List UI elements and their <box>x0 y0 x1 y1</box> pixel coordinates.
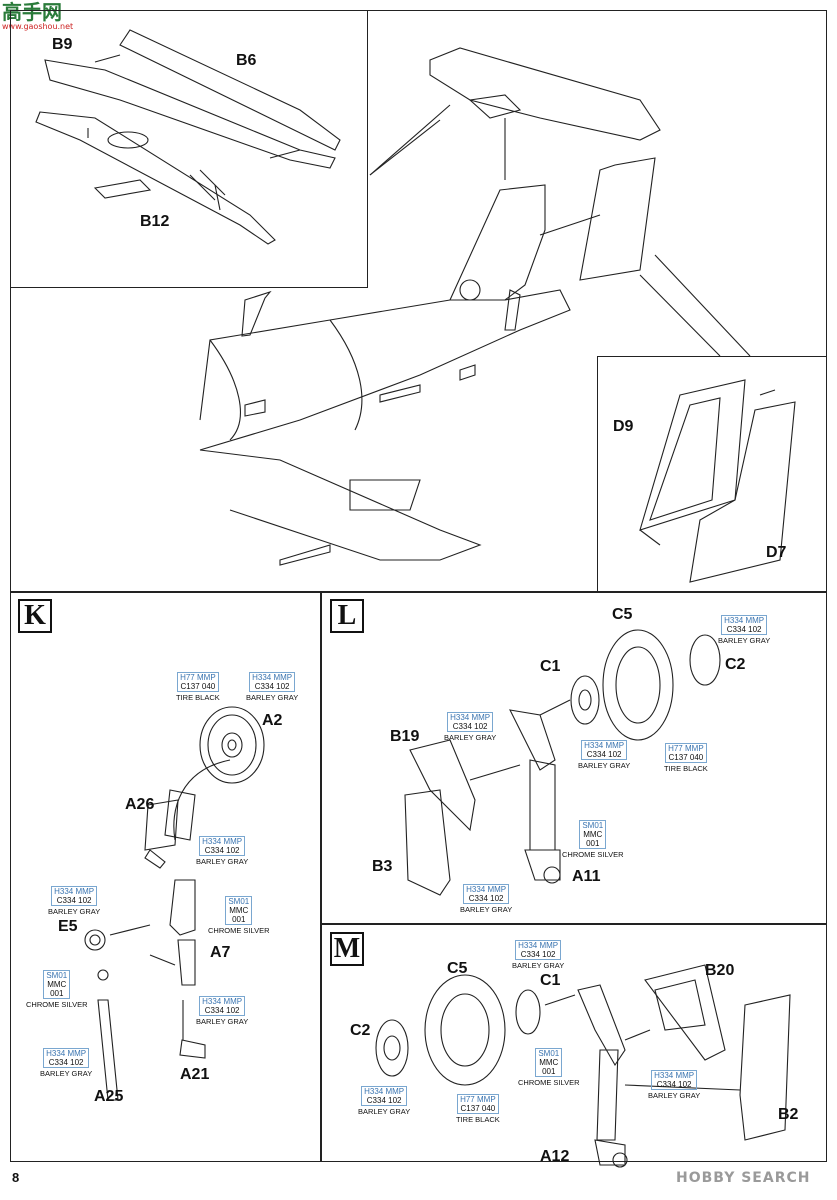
part-label-b12: B12 <box>140 213 170 230</box>
part-label-d7: D7 <box>766 544 787 561</box>
part-label-m-c1: C1 <box>540 972 561 989</box>
part-label-b19: B19 <box>390 728 420 745</box>
part-label-l-c2: C2 <box>725 656 746 673</box>
part-label-l-c1: C1 <box>540 658 561 675</box>
part-label-a2: A2 <box>262 712 283 729</box>
step-letter-m: M <box>330 932 364 966</box>
step-l-drawing <box>404 629 721 896</box>
part-label-b3: B3 <box>372 858 393 875</box>
site-logo-text: 高手网 <box>2 0 62 24</box>
tailplane-inset-box <box>10 10 368 288</box>
part-label-m-c5: C5 <box>447 960 468 977</box>
part-label-a26: A26 <box>125 796 155 813</box>
part-label-b9: B9 <box>52 36 73 53</box>
step-l-panel <box>321 592 827 924</box>
part-label-d9: D9 <box>613 418 634 435</box>
page-number: 8 <box>12 1170 20 1185</box>
step-letter-k: K <box>18 599 52 633</box>
part-label-a12: A12 <box>540 1148 570 1165</box>
part-label-m-c2: C2 <box>350 1022 371 1039</box>
part-label-a25: A25 <box>94 1088 124 1105</box>
part-label-b6: B6 <box>236 52 257 69</box>
stabilizer-drawing <box>369 47 661 180</box>
hobby-search-watermark: HOBBY SEARCH <box>676 1170 811 1186</box>
step-k-drawing <box>84 706 265 1101</box>
step-m-panel <box>321 924 827 1162</box>
step-m-drawing <box>375 964 791 1168</box>
top-assembly-frame <box>10 10 827 592</box>
site-logo: 高手网 www.gaoshou.net <box>2 2 73 31</box>
part-label-e5: E5 <box>58 918 78 935</box>
tailplane-drawing <box>35 29 341 245</box>
part-label-a21: A21 <box>180 1066 210 1083</box>
fuselage-drawing <box>199 184 571 566</box>
part-label-a11: A11 <box>572 868 601 885</box>
part-label-b20: B20 <box>705 962 735 979</box>
step-letter-l: L <box>330 599 364 633</box>
rudder-inset-box <box>597 356 827 592</box>
rudder-drawing <box>539 157 751 357</box>
part-label-b2: B2 <box>778 1106 799 1123</box>
rudder-halves-drawing <box>639 379 796 583</box>
site-logo-url: www.gaoshou.net <box>2 22 74 31</box>
part-label-l-c5: C5 <box>612 606 633 623</box>
part-label-a7: A7 <box>210 944 231 961</box>
step-k-panel <box>10 592 321 1162</box>
